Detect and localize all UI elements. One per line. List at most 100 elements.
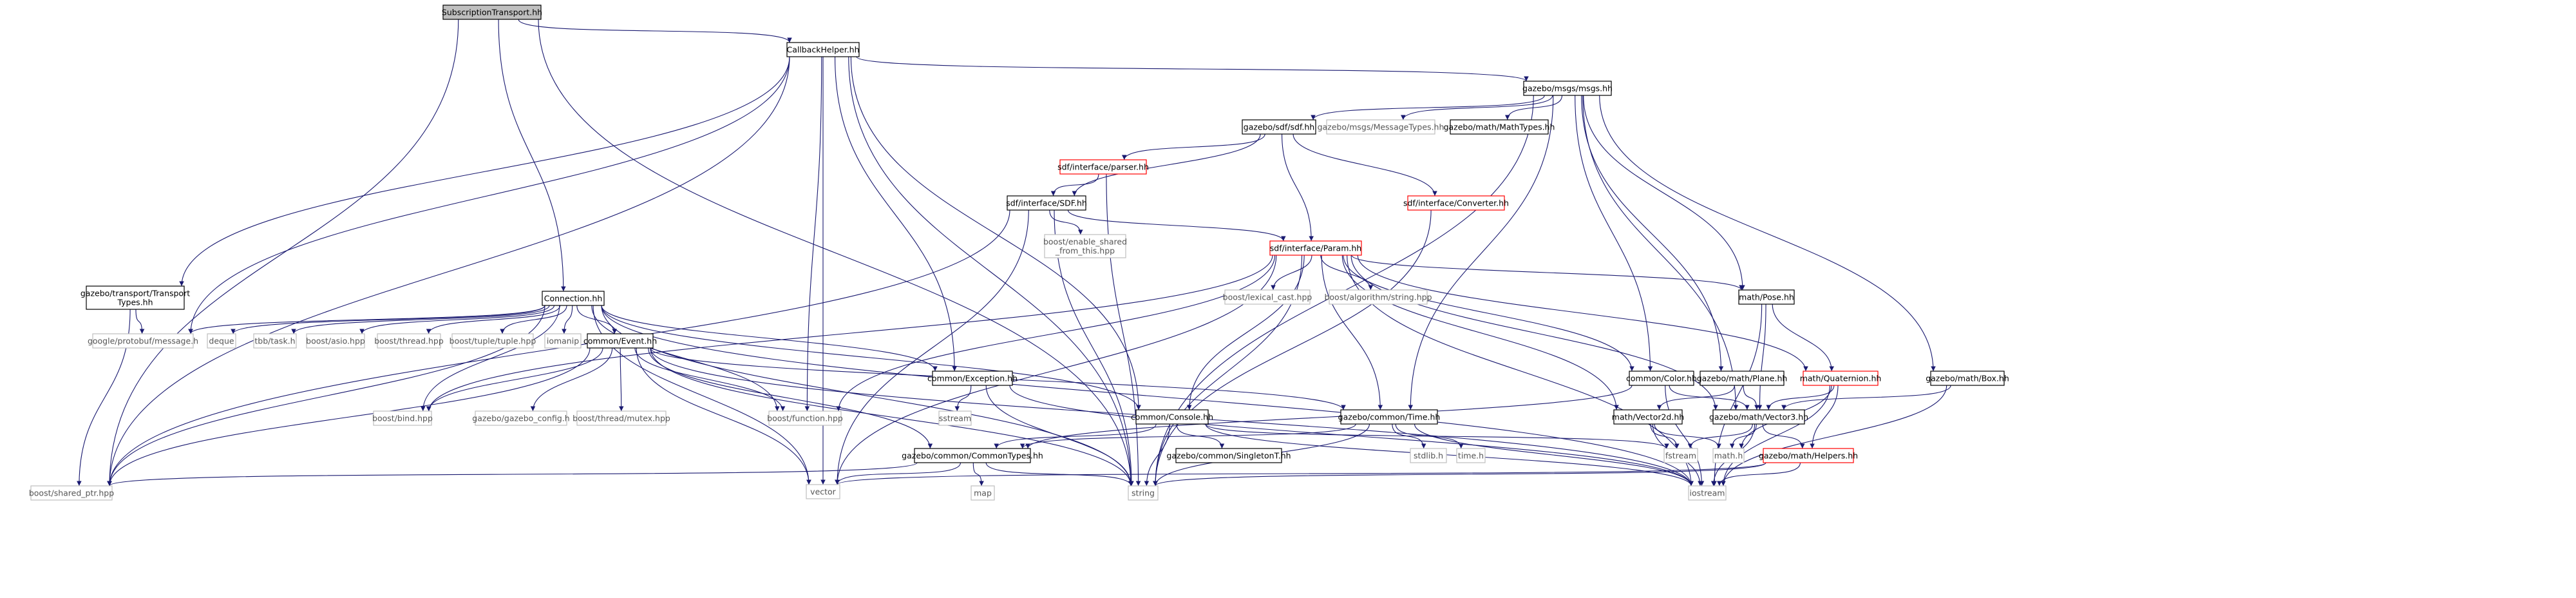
node-label: iomanip: [547, 336, 579, 346]
node-mathtypes[interactable]: gazebo/math/MathTypes.hh: [1444, 119, 1555, 135]
node-vec2[interactable]: math/Vector2d.hh: [1612, 409, 1684, 425]
edge-sdfsdf-to-vector: [835, 209, 1029, 485]
node-label: gazebo/common/CommonTypes.hh: [902, 451, 1043, 461]
node-commontypes[interactable]: gazebo/common/CommonTypes.hh: [902, 448, 1043, 463]
node-callback[interactable]: CallbackHelper.hh: [786, 42, 860, 57]
node-parser[interactable]: sdf/interface/parser.hh: [1057, 159, 1149, 175]
node-box: [1629, 371, 1694, 386]
edge-connection-to-bthread: [426, 305, 561, 334]
edge-msgs-to-mathtypes: [1504, 95, 1563, 121]
node-label: gazebo/math/Vector3.hh: [1709, 412, 1808, 422]
edge-exception-to-sstream: [954, 385, 972, 412]
node-converter[interactable]: sdf/interface/Converter.hh: [1403, 195, 1509, 211]
edge-connection-to-deque: [231, 305, 545, 334]
edge-plane-to-vec2: [1656, 385, 1735, 410]
node-box: [373, 410, 432, 426]
node-plane[interactable]: gazebo/math/Plane.hh: [1697, 371, 1788, 386]
node-console[interactable]: common/Console.hh: [1131, 409, 1213, 425]
edge-callback-to-transtypes: [179, 56, 790, 287]
node-box: [1269, 240, 1362, 256]
node-box: [30, 485, 113, 501]
edge-msgs-to-msgtypes: [1401, 95, 1553, 121]
node-label: gazebo/gazebo_config.h: [472, 414, 569, 423]
edge-connection-to-bind: [420, 305, 560, 412]
node-map: map: [971, 485, 995, 501]
node-box: [1407, 195, 1505, 211]
node-enable_shared: boost/enable_shared_from_this.hpp: [1043, 234, 1127, 258]
edge-vec2-to-mathh: [1654, 423, 1721, 449]
edge-connection-to-string: [601, 305, 1133, 487]
node-label: gazebo/msgs/MessageTypes.hh: [1318, 122, 1444, 132]
edge-colorhh-to-vec3: [1669, 385, 1750, 410]
node-box: [1523, 81, 1612, 96]
edge-connection-to-exception: [601, 305, 938, 372]
edge-sdfhh-to-sdfsdf: [1072, 133, 1261, 197]
node-label: boost/thread.hpp: [374, 336, 444, 346]
node-quat[interactable]: math/Quaternion.hh: [1800, 371, 1882, 386]
node-helpers[interactable]: gazebo/math/Helpers.hh: [1759, 448, 1858, 463]
node-box[interactable]: gazebo/math/Box.hh: [1926, 371, 2009, 386]
node-function: boost/function.hpp: [767, 410, 843, 426]
node-timeh: time.h: [1456, 448, 1486, 463]
node-sstream: sstream: [938, 410, 972, 426]
edge-sdfsdf-to-string: [1054, 209, 1134, 487]
node-connection[interactable]: Connection.hh: [542, 291, 605, 306]
edge-callback-to-msgs: [856, 56, 1529, 82]
node-subtrans[interactable]: SubscriptionTransport.hh: [442, 5, 542, 20]
edge-console-to-string: [1144, 423, 1170, 487]
edge-subtrans-to-string: [538, 19, 1133, 487]
node-label: time.h: [1458, 451, 1484, 461]
edge-converter-to-string: [1153, 209, 1432, 487]
edge-param-to-gtime: [1321, 255, 1383, 410]
node-singleton[interactable]: gazebo/common/SingletonT.hh: [1166, 448, 1291, 463]
node-label: SubscriptionTransport.hh: [442, 8, 542, 17]
node-box: [1456, 448, 1486, 463]
edge-connection-to-vector: [592, 305, 811, 485]
node-gtime[interactable]: gazebo/common/Time.hh: [1338, 409, 1441, 425]
node-label: boost/function.hpp: [767, 414, 843, 423]
node-box: [1340, 409, 1438, 425]
node-label: boost/asio.hpp: [306, 336, 365, 346]
node-sdfsdf[interactable]: sdf/interface/SDF.hh: [1006, 195, 1087, 211]
edge-connection-to-asio: [359, 305, 555, 334]
edge-param-to-colorhh: [1343, 255, 1634, 372]
node-box: [1803, 371, 1879, 386]
node-box: [1135, 409, 1209, 425]
node-exception[interactable]: common/Exception.hh: [927, 371, 1018, 386]
edge-sdfsdf-to-enable_shared: [1049, 209, 1083, 235]
edge-connection-to-tbbtask: [291, 305, 550, 334]
node-box: [1613, 409, 1683, 425]
node-event[interactable]: common/Event.hh: [583, 333, 657, 349]
edge-sdfhh-to-param: [1282, 133, 1314, 242]
edge-commontypes-to-map: [972, 462, 984, 487]
node-label: _from_this.hpp: [1055, 246, 1115, 256]
node-box: [914, 448, 1031, 463]
node-sdfhh[interactable]: gazebo/sdf/sdf.hh: [1242, 119, 1316, 135]
edge-callback-to-sharedptr: [107, 56, 790, 487]
edge-gtime-to-timeh: [1395, 423, 1464, 449]
edge-exception-to-iostream: [1009, 385, 1694, 487]
node-colorhh[interactable]: common/Color.hh: [1626, 371, 1697, 386]
edge-event-to-function: [634, 347, 786, 412]
node-msgtypes: gazebo/msgs/MessageTypes.hh: [1318, 119, 1444, 135]
node-param[interactable]: sdf/interface/Param.hh: [1269, 240, 1362, 256]
edge-connection-to-console: [601, 305, 1141, 410]
node-fstream: fstream: [1663, 448, 1698, 463]
node-vec3[interactable]: gazebo/math/Vector3.hh: [1709, 409, 1808, 425]
node-label: stdlib.h: [1414, 451, 1443, 461]
node-tuple: boost/tuple/tuple.hpp: [450, 333, 536, 349]
edge-console-to-fstream: [1205, 423, 1669, 449]
node-label: string: [1132, 488, 1155, 498]
edge-param-to-quat: [1357, 255, 1808, 372]
edge-sdfsdf-to-param: [1067, 209, 1286, 242]
node-label: sdf/interface/SDF.hh: [1006, 198, 1087, 208]
edge-connection-to-function: [591, 305, 780, 412]
node-label: Connection.hh: [544, 294, 603, 304]
node-label: gazebo/math/Helpers.hh: [1759, 451, 1858, 461]
node-mathpose[interactable]: math/Pose.hh: [1738, 289, 1795, 305]
node-label: boost/algorithm/string.hpp: [1324, 293, 1432, 302]
edge-helpers-to-string: [1153, 462, 1766, 487]
node-msgs[interactable]: gazebo/msgs/msgs.hh: [1522, 81, 1613, 96]
edge-connection-to-tuple: [500, 305, 567, 334]
